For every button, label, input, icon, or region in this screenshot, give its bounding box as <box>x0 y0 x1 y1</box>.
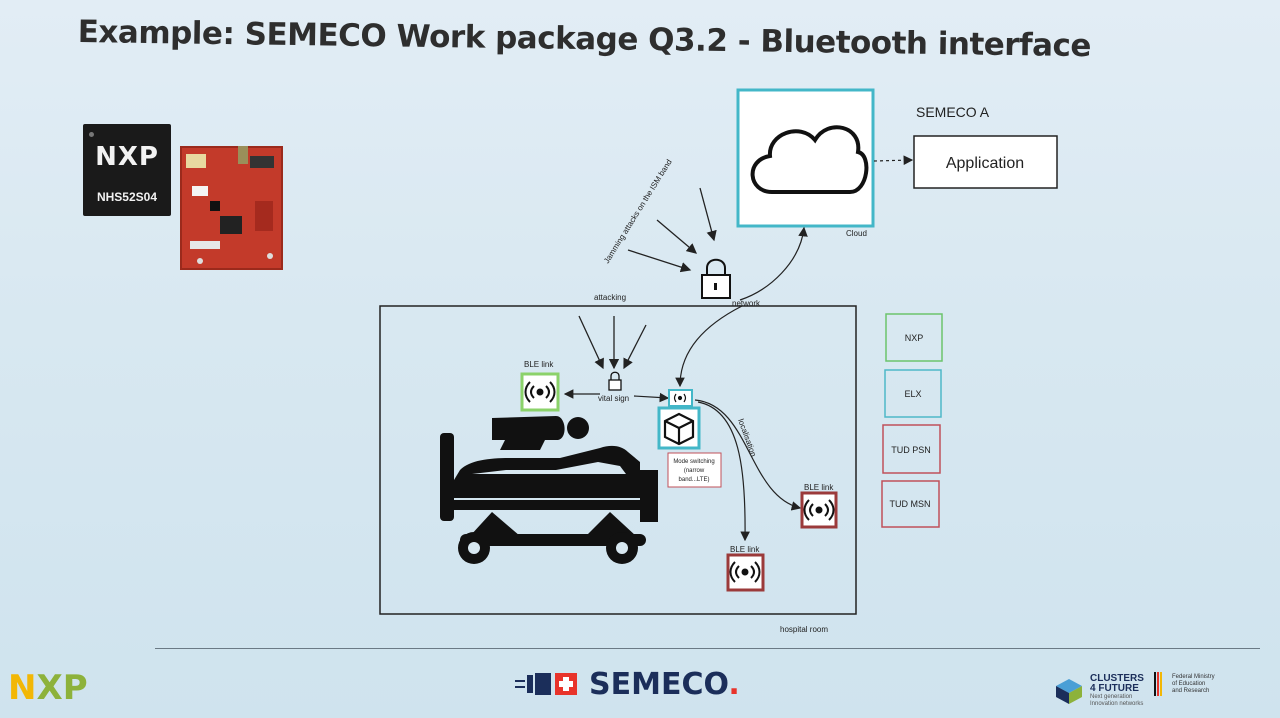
localisation-arrow-right <box>694 399 802 511</box>
clusters4future-logo: CLUSTERS 4 FUTURE Next generation Innova… <box>1052 674 1160 708</box>
legend-box-nxp <box>885 313 943 362</box>
chip-logo: NXP <box>95 142 159 172</box>
network-label: network <box>732 299 761 308</box>
vital-sign-arrow-right <box>633 392 670 403</box>
dev-board-graphic <box>186 138 274 264</box>
ble-link-icon-red-2 <box>729 561 761 583</box>
network-to-hub-arrow <box>675 305 743 388</box>
jamming-arrow-1 <box>699 187 717 242</box>
cloud-icon <box>750 125 869 194</box>
nxp-logo-x: X <box>36 668 63 708</box>
mode-switching-box <box>667 452 722 488</box>
clusters-cube-icon <box>1056 679 1082 704</box>
mode-switching-line-2: (narrow <box>684 468 705 474</box>
semeco-footer-logo: SEMECO. <box>515 664 740 704</box>
federal-eagle-icon <box>1154 672 1162 696</box>
jamming-arrow-3 <box>627 249 692 273</box>
hub-radio-icon <box>673 393 687 403</box>
nxp-logo-p: P <box>62 668 88 708</box>
ble-link-box-red-2 <box>726 553 765 592</box>
cloud-to-app-arrow <box>873 155 914 166</box>
clusters-line-1: CLUSTERS <box>1090 673 1144 684</box>
dev-board-image <box>180 138 283 270</box>
chip-part-number: NHS52S04 <box>96 190 158 204</box>
legend-box-elx <box>884 369 942 418</box>
cloud-box <box>736 88 875 228</box>
ble-link-label-red-2: BLE link <box>730 545 760 554</box>
legend-label-tud-msn: TUD MSN <box>890 499 931 509</box>
legend-box-tud-psn <box>882 424 941 474</box>
ministry-line-1: Federal Ministry <box>1172 673 1215 680</box>
ministry-line-2: of Education <box>1172 680 1206 687</box>
ble-link-icon-red-1 <box>803 499 835 521</box>
ministry-line-3: and Research <box>1172 687 1210 694</box>
application-label: Application <box>946 155 1024 172</box>
semeco-a-label: SEMECO A <box>916 104 990 120</box>
semeco-logo-word: SEMECO <box>589 666 729 702</box>
network-lock-icon <box>701 258 731 299</box>
ble-link-label-red-1: BLE link <box>804 483 834 492</box>
nxp-footer-logo: NXP <box>8 668 88 708</box>
jamming-arrow-2 <box>656 219 697 254</box>
mode-switching-line-3: band...LTE) <box>679 477 710 483</box>
clusters-line-2: 4 FUTURE <box>1090 683 1139 694</box>
semeco-logo-dot: . <box>728 666 740 702</box>
legend-label-elx: ELX <box>904 389 921 399</box>
application-box <box>913 135 1058 189</box>
semeco-logo-text: SEMECO. <box>589 667 740 702</box>
ble-link-icon-green <box>524 381 556 403</box>
mode-switching-line-1: Mode switching <box>673 459 714 465</box>
attacking-label: attacking <box>594 293 626 302</box>
attacking-arrow-3 <box>623 324 647 370</box>
semeco-plug-icon <box>515 673 577 695</box>
hospital-bed-icon <box>440 416 658 564</box>
legend: NXP ELX TUD PSN TUD MSN <box>881 313 943 528</box>
nxp-chip-image: NXP NHS52S04 <box>83 124 171 216</box>
localisation-arrow-down <box>697 401 750 542</box>
hub-cube-icon <box>663 412 695 446</box>
legend-box-tud-msn <box>881 480 940 528</box>
legend-label-tud-psn: TUD PSN <box>891 445 931 455</box>
chip-pin1-dot <box>89 132 94 137</box>
ble-link-label-green: BLE link <box>524 360 554 369</box>
ble-link-box-green <box>520 372 560 412</box>
hospital-room-box <box>379 305 857 615</box>
attacking-arrow-1 <box>578 315 604 370</box>
localisation-label: localisation <box>736 418 758 458</box>
hospital-room-label: hospital room <box>780 625 828 634</box>
network-to-cloud-arrow <box>739 226 808 301</box>
vital-sign-label: vital sign <box>598 394 629 403</box>
bmbf-logo: Federal Ministry of Education and Resear… <box>1152 672 1215 696</box>
nxp-logo-n: N <box>8 668 37 708</box>
legend-label-nxp: NXP <box>905 333 924 343</box>
jamming-label: Jamming attacks on the ISM band <box>602 158 674 265</box>
vital-sign-lock-icon <box>608 371 622 391</box>
cloud-label: Cloud <box>846 229 867 238</box>
footer-divider <box>155 648 1260 649</box>
clusters-sub: Next generation Innovation networks <box>1090 694 1144 707</box>
